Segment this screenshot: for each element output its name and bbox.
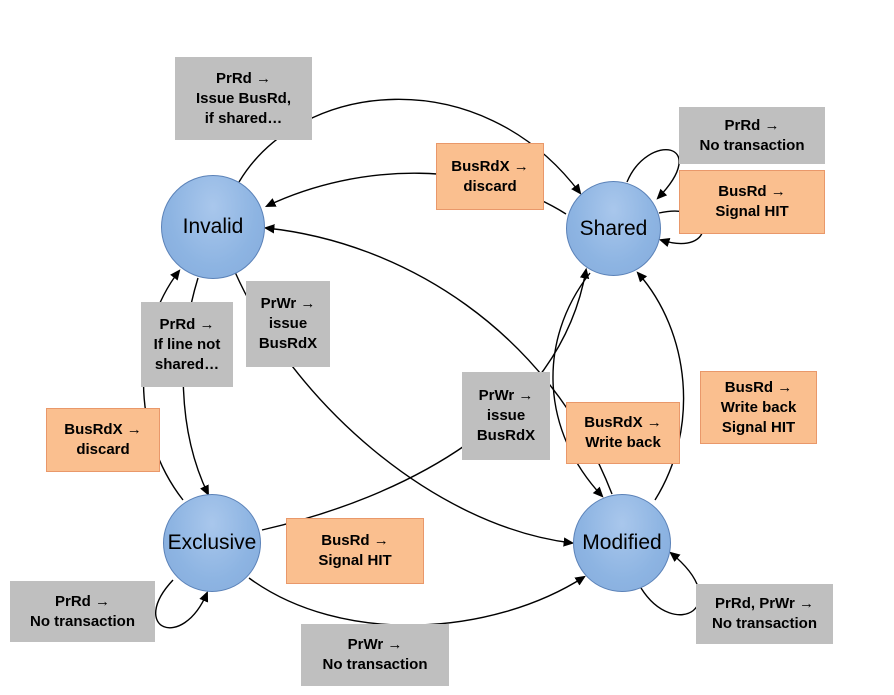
label-invalid-to-shared: PrRd → Issue BusRd, if shared… [175,57,312,140]
state-exclusive-label: Exclusive [167,531,257,554]
label-line: PrRd → [159,315,215,333]
label-invalid-to-modified: PrWr → issue BusRdX [246,281,330,367]
label-line: Issue BusRd, [195,89,292,107]
state-invalid: Invalid [161,175,265,279]
state-modified: Modified [573,494,671,592]
label-line: BusRd → [321,532,389,549]
arrow-modified-to-shared [636,271,685,501]
label-invalid-to-exclusive: PrRd → If line not shared… [141,302,233,387]
label-line: discard [463,177,517,195]
label-line: BusRdX → [64,421,142,438]
label-line: BusRdX [258,335,318,352]
state-shared: Shared [566,181,661,276]
label-line: If line not [153,335,221,353]
arrow-shared-self-prrd [626,149,680,200]
label-line: BusRdX → [451,157,529,175]
label-line: No transaction [29,612,135,630]
label-exclusive-to-modified: PrWr → No transaction [301,624,449,686]
label-line: PrWr → [260,295,316,312]
label-line: No transaction [711,615,817,632]
label-line: if shared… [204,109,283,127]
label-line: issue [486,407,526,424]
label-line: PrRd, PrWr → [715,595,814,612]
label-line: No transaction [699,136,805,154]
label-line: BusRdX [476,427,536,444]
state-exclusive: Exclusive [163,494,261,592]
label-modified-self: PrRd, PrWr → No transaction [696,584,833,644]
label-line: BusRd → [724,378,793,396]
label-line: Write back [585,434,661,451]
arrow-exclusive-self [154,579,209,629]
label-line: BusRd → [718,183,786,200]
label-line: Signal HIT [318,552,392,569]
label-line: Signal HIT [715,203,789,220]
label-shared-self-busrd: BusRd → Signal HIT [679,170,825,234]
arrow-shared-to-modified [552,272,604,498]
label-line: PrRd → [215,69,271,87]
label-line: shared… [154,355,220,373]
arrow-modified-self [640,551,701,616]
state-modified-label: Modified [582,531,662,554]
arrow-exclusive-to-modified [248,575,586,626]
label-line: PrRd → [54,592,110,610]
label-line: Write back [720,398,797,416]
label-line: PrWr → [347,636,403,653]
state-invalid-label: Invalid [182,215,244,238]
label-line: No transaction [322,656,428,673]
label-line: PrRd → [724,116,780,134]
label-exclusive-to-shared: BusRd → Signal HIT [286,518,424,584]
label-line: PrWr → [478,387,534,404]
label-modified-to-invalid: BusRdX → Write back [566,402,680,464]
label-line: BusRdX → [584,414,662,431]
label-line: Signal HIT [721,418,796,436]
label-shared-to-modified: PrWr → issue BusRdX [462,372,550,460]
label-exclusive-to-invalid: BusRdX → discard [46,408,160,472]
label-line: discard [76,441,130,458]
label-shared-to-invalid: BusRdX → discard [436,143,544,210]
label-line: issue [268,315,308,332]
label-modified-to-shared: BusRd → Write back Signal HIT [700,371,817,444]
label-exclusive-self: PrRd → No transaction [10,581,155,642]
label-shared-self-prrd: PrRd → No transaction [679,107,825,164]
state-shared-label: Shared [579,216,648,240]
